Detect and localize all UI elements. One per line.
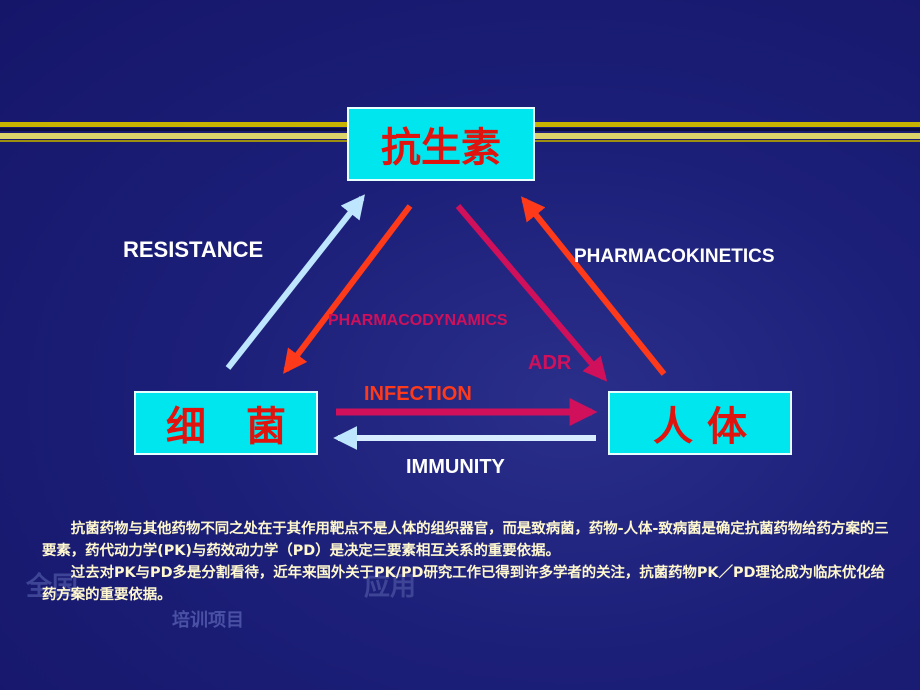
label-adr: ADR	[528, 352, 572, 374]
arrow-adr	[455, 204, 608, 382]
label-infection: INFECTION	[364, 383, 472, 405]
watermark-left: 全国	[26, 572, 79, 602]
label-resistance: RESISTANCE	[123, 237, 264, 262]
node-human-body: 人 体	[608, 391, 792, 455]
body-text: 抗菌药物与其他药物不同之处在于其作用靶点不是人体的组织器官，而是致病菌，药物-人…	[42, 518, 892, 606]
arrow-pharmacodynamics	[283, 204, 413, 374]
node-bacteria: 细 菌	[134, 391, 318, 455]
node-antibiotic: 抗生素	[347, 107, 535, 181]
arrow-resistance	[225, 194, 365, 370]
watermark-right: 应用	[364, 572, 417, 602]
watermark-bottom: 培训项目	[172, 610, 244, 631]
arrow-pharmacokinetics	[520, 196, 667, 376]
label-pharmacokinetics: PHARMACOKINETICS	[574, 246, 775, 267]
body-paragraph-1: 抗菌药物与其他药物不同之处在于其作用靶点不是人体的组织器官，而是致病菌，药物-人…	[42, 521, 889, 559]
body-paragraph-2: 过去对PK与PD多是分割看待，近年来国外关于PK/PD研究工作已得到许多学者的关…	[42, 565, 885, 603]
label-immunity: IMMUNITY	[406, 456, 505, 478]
label-pharmacodynamics: PHARMACODYNAMICS	[328, 312, 508, 329]
